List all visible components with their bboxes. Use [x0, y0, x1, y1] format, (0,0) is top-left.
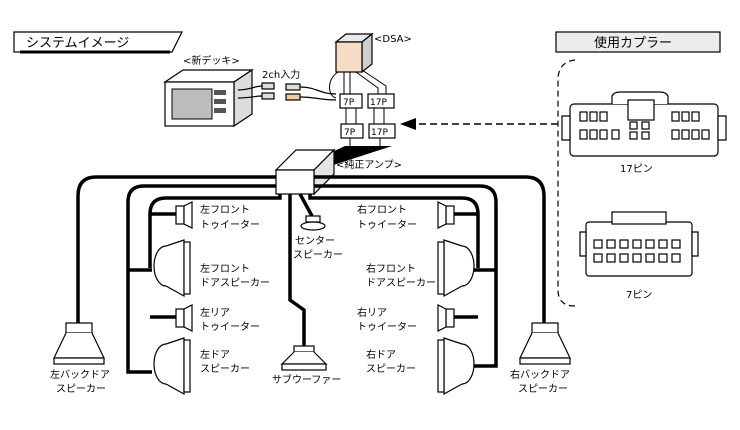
connectors-title: 使用カプラー: [594, 35, 672, 51]
dsa-7p-label: 7P: [343, 98, 355, 108]
left-front-tweeter-line1: 左フロント: [200, 203, 250, 216]
right-front-tweeter: [437, 201, 455, 229]
dsa-label: <DSA>: [374, 34, 412, 45]
left-front-door-line2: ドアスピーカー: [200, 277, 270, 289]
left-front-tweeter-line2: トゥイーター: [200, 219, 260, 231]
system-image-header: システムイメージ: [13, 31, 183, 54]
right-rear-tweeter-line2: トゥイーター: [357, 321, 417, 333]
left-back-door-line1: 左バックドア: [50, 368, 110, 381]
connector-7pin-label: 7ピン: [626, 289, 652, 301]
right-back-door-line2: スピーカー: [518, 383, 568, 395]
right-rear-tweeter: [437, 304, 455, 332]
harness-7p-connector: 7P: [340, 123, 364, 139]
left-front-tweeter: [175, 201, 193, 229]
stock-amp-unit: [274, 148, 336, 196]
connector-callout-bracket: [557, 59, 576, 307]
connector-7pin-drawing: [579, 211, 699, 277]
stock-amp-label: <純正アンプ>: [336, 158, 402, 171]
harness-17p-connector: 17P: [368, 123, 396, 139]
connectors-header: 使用カプラー: [555, 31, 721, 53]
right-front-door-speaker: [437, 239, 475, 298]
right-front-door-line1: 右フロント: [366, 262, 416, 275]
right-back-door-speaker: [519, 322, 571, 365]
left-rear-tweeter: [175, 304, 193, 332]
rca-cables: [237, 82, 337, 101]
speaker-wiring: [76, 175, 546, 374]
connector-17pin-drawing: [561, 91, 727, 157]
new-deck-label: <新デッキ>: [183, 54, 240, 67]
system-image-title: システムイメージ: [26, 36, 129, 51]
dsa-17p-connector: 17P: [367, 93, 395, 109]
right-door-line1: 右ドア: [366, 348, 396, 361]
dsa-unit: [329, 32, 387, 99]
right-rear-tweeter-line1: 右リア: [357, 306, 387, 319]
dsa-7p-connector: 7P: [339, 93, 363, 109]
right-door-line2: スピーカー: [366, 363, 416, 375]
subwoofer: [280, 345, 328, 371]
left-rear-tweeter-line1: 左リア: [200, 306, 230, 319]
left-back-door-speaker: [53, 322, 105, 365]
input-2ch-label: 2ch入力: [262, 68, 300, 81]
center-speaker-line2: スピーカー: [293, 249, 343, 261]
connector-17pin-label: 17ピン: [620, 163, 653, 175]
left-front-door-line1: 左フロント: [200, 262, 250, 275]
harness-7p-label: 7P: [344, 128, 356, 138]
left-front-door-speaker: [153, 239, 191, 298]
right-door-speaker: [437, 337, 475, 396]
center-speaker: [300, 215, 326, 231]
dsa-17p-label: 17P: [370, 98, 387, 108]
harness-wires: [345, 108, 385, 146]
left-rear-tweeter-line2: トゥイーター: [200, 321, 260, 333]
left-back-door-line2: スピーカー: [56, 383, 106, 395]
subwoofer-label: サブウーファー: [272, 373, 341, 386]
right-front-tweeter-line1: 右フロント: [357, 203, 407, 216]
right-front-door-line2: ドアスピーカー: [366, 277, 436, 289]
right-back-door-line1: 右バックドア: [510, 368, 570, 381]
callout-arrow-icon: [400, 118, 416, 130]
right-front-tweeter-line2: トゥイーター: [357, 219, 417, 231]
left-door-line1: 左ドア: [200, 348, 230, 361]
left-door-speaker: [153, 337, 191, 396]
harness-17p-label: 17P: [371, 128, 388, 138]
center-speaker-line1: センター: [295, 235, 335, 247]
left-door-line2: スピーカー: [200, 363, 250, 375]
